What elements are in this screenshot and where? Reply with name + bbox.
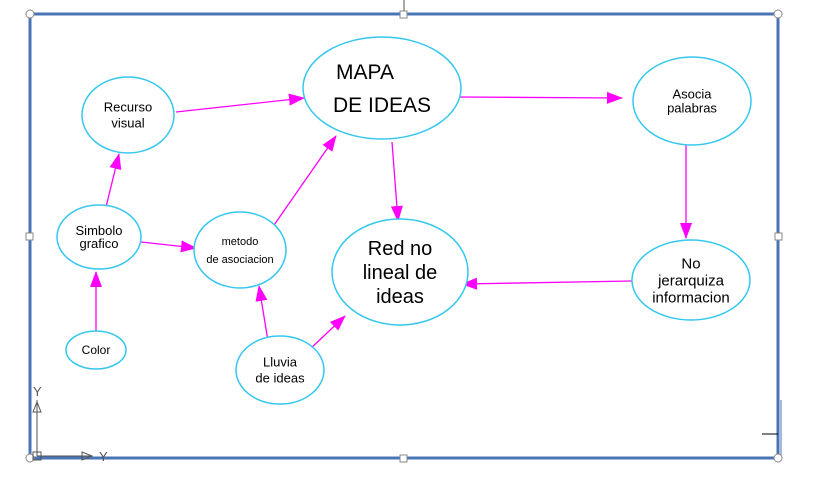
node-mapa[interactable]: MAPA DE IDEAS [302, 36, 462, 140]
node-ellipse [56, 204, 142, 270]
resize-handle-bottom-right[interactable] [773, 453, 783, 463]
resize-handle-mid-left[interactable] [25, 232, 34, 241]
axis-x-label: Y [99, 449, 108, 464]
edge-mapa-to-red [390, 141, 403, 222]
node-label-line: Lluvia [263, 355, 298, 370]
node-ellipse [331, 218, 469, 326]
node-ellipse [193, 211, 287, 289]
edge-metodo-to-mapa [271, 135, 337, 229]
node-label-line: DE IDEAS [333, 94, 431, 117]
node-ellipse [81, 76, 175, 154]
node-ellipse [302, 36, 462, 140]
node-label-line: Color [82, 343, 111, 357]
ucs-axis-icon: Y Y [32, 384, 108, 464]
node-label-line: MAPA [336, 61, 394, 84]
selection-handles[interactable] [25, 9, 783, 463]
node-ellipse [235, 335, 325, 405]
node-metodo[interactable]: metodo de asociacion [193, 211, 287, 289]
resize-handle-top-right[interactable] [773, 9, 783, 19]
node-ellipse [65, 330, 127, 370]
node-label-line: informacion [652, 289, 730, 306]
edge-simbolo-to-recurso [105, 153, 122, 208]
node-label-line: Recurso [104, 100, 152, 115]
edges [90, 91, 692, 351]
node-label-line: de ideas [255, 371, 305, 386]
node-label-line: metodo [222, 236, 259, 248]
node-color[interactable]: Color [65, 330, 127, 370]
node-label-line: grafico [79, 236, 118, 251]
node-label-line: ideas [376, 286, 424, 308]
node-label-line: Asocia [672, 87, 712, 102]
edge-simbolo-to-metodo [140, 240, 197, 253]
node-label-line: de asociacion [206, 254, 273, 266]
node-label-line: visual [111, 116, 144, 131]
edge-lluvia-to-red [308, 315, 346, 351]
node-label-line: jerarquiza [657, 272, 725, 289]
node-label-line: Red no [368, 238, 433, 260]
edge-lluvia-to-metodo [255, 285, 269, 342]
node-ellipse [631, 239, 751, 321]
resize-handle-mid-right[interactable] [774, 232, 783, 241]
resize-handle-bottom-mid[interactable] [399, 454, 408, 463]
node-label-line: lineal de [363, 262, 438, 284]
axis-y-label: Y [33, 384, 42, 399]
resize-handle-top-left[interactable] [25, 9, 35, 19]
edge-mapa-to-asocia [455, 91, 623, 104]
edge-nojerarq-to-red [461, 277, 633, 290]
node-ellipse [632, 56, 752, 146]
resize-handle-top-mid[interactable] [399, 10, 408, 19]
edge-recurso-to-mapa [175, 93, 305, 113]
resize-handle-bottom-left[interactable] [25, 453, 35, 463]
node-label-line: palabras [667, 101, 717, 116]
node-label-line: No [681, 255, 700, 272]
node-label-line: Simbolo [76, 223, 123, 238]
